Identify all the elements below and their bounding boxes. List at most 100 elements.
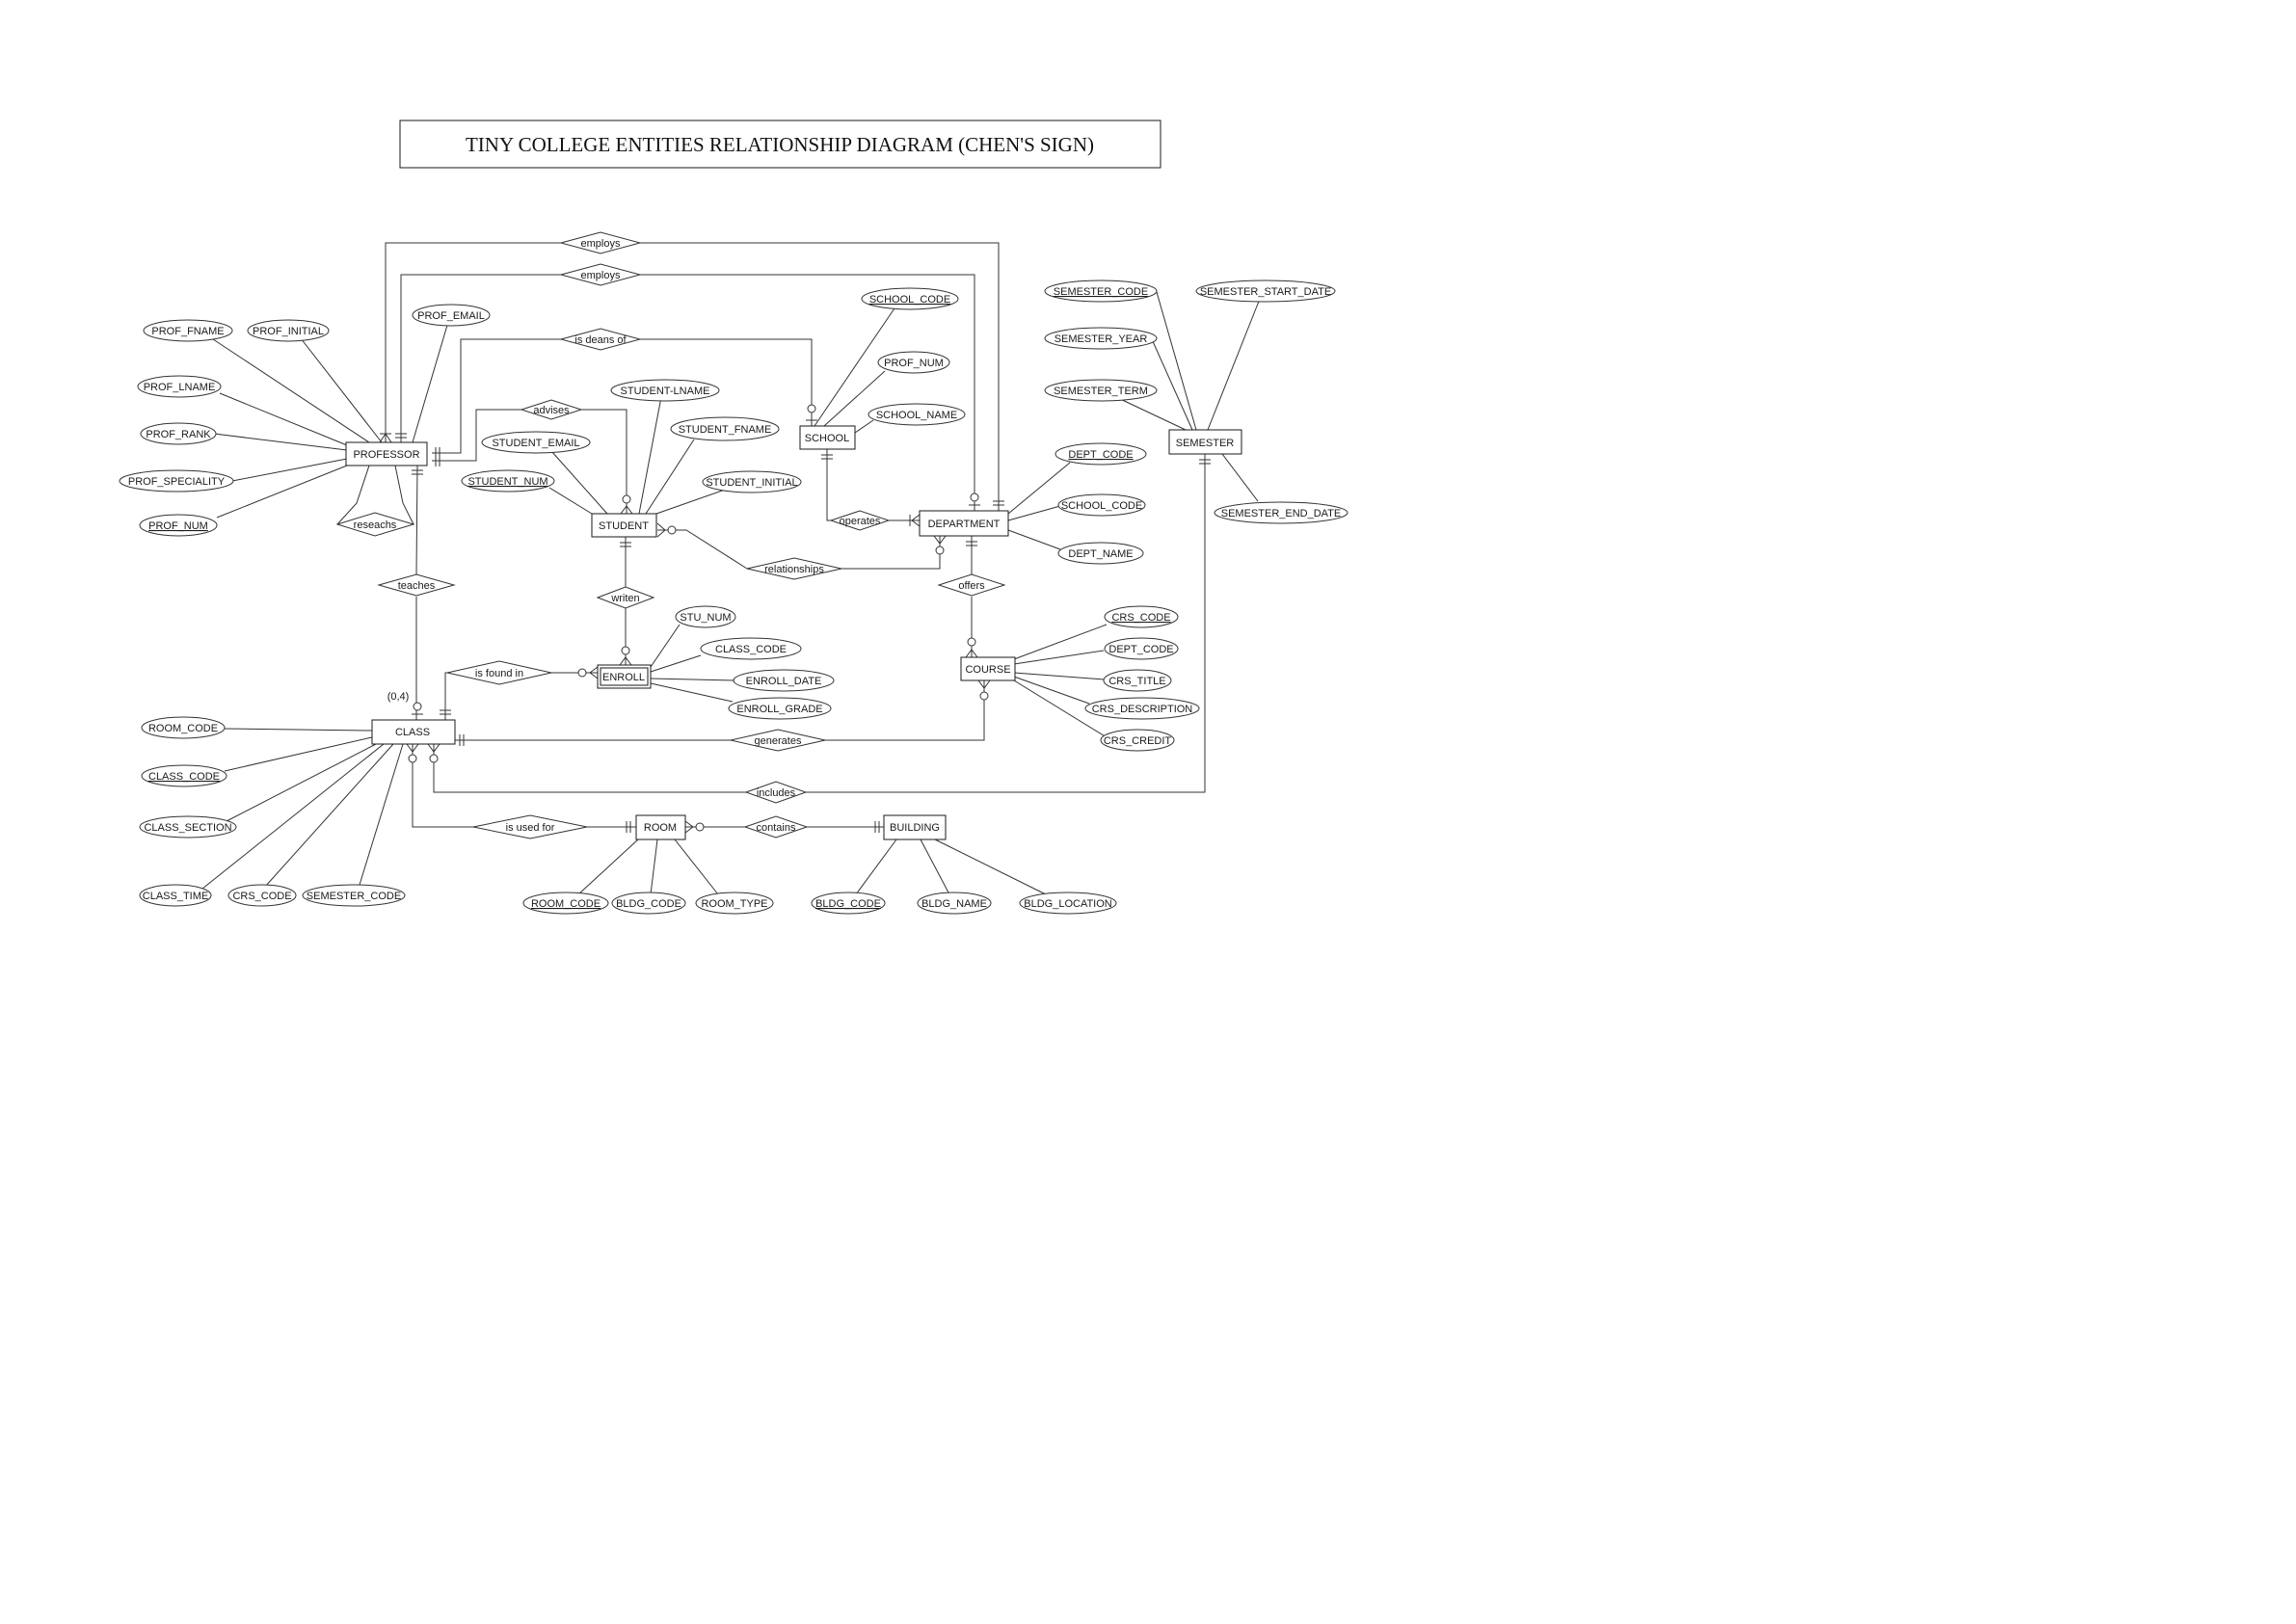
- relationship-generates: generates: [730, 729, 826, 752]
- attribute-semester-code: SEMESTER_CODE: [1044, 280, 1158, 303]
- entity-course: COURSE: [960, 656, 1016, 681]
- attribute-dept-school-code: SCHOOL_CODE: [1057, 493, 1146, 517]
- relationship-label: employs: [581, 238, 621, 250]
- attribute-label: SEMESTER_END_DATE: [1221, 508, 1342, 519]
- attribute-dept-name: DEPT_NAME: [1057, 542, 1144, 565]
- relationship-reseachs: reseachs: [335, 512, 415, 537]
- attribute-crs-description: CRS_DESCRIPTION: [1084, 697, 1200, 720]
- attribute-label: ENROLL_DATE: [746, 676, 822, 687]
- attribute-semester-end-date: SEMESTER_END_DATE: [1214, 501, 1348, 524]
- attribute-bldg-name: BLDG_NAME: [917, 892, 992, 915]
- attribute-label: SEMESTER_YEAR: [1055, 333, 1148, 345]
- relationship-is-deans-of: is deans of: [559, 328, 642, 351]
- attribute-label: SEMESTER_TERM: [1054, 386, 1148, 397]
- entity-label: PROFESSOR: [353, 449, 419, 461]
- title-box: TINY COLLEGE ENTITIES RELATIONSHIP DIAGR…: [399, 120, 1161, 169]
- attribute-room-bldg-code: BLDG_CODE: [611, 892, 686, 915]
- attribute-label: CLASS_TIME: [143, 891, 208, 902]
- attribute-class-semester-code: SEMESTER_CODE: [302, 884, 406, 907]
- attribute-label: STUDENT_FNAME: [679, 424, 772, 436]
- entity-label: COURSE: [965, 664, 1010, 676]
- attribute-label: BLDG_NAME: [921, 898, 987, 910]
- entity-label: STUDENT: [599, 520, 649, 532]
- attribute-label: DEPT_CODE: [1108, 644, 1173, 655]
- attribute-label: STU_NUM: [680, 612, 731, 624]
- relationship-relationships: relationships: [746, 557, 842, 580]
- attribute-crs-title: CRS_TITLE: [1103, 669, 1172, 692]
- relationship-label: offers: [958, 580, 985, 592]
- entity-label: SCHOOL: [805, 433, 849, 444]
- relationship-employs: employs: [559, 231, 642, 254]
- attribute-label: SCHOOL_CODE: [1061, 500, 1142, 512]
- relationship-diamonds: employs employs is deans of advises rese…: [335, 231, 1006, 839]
- entity-label: ENROLL: [602, 672, 645, 683]
- attribute-label: PROF_SPECIALITY: [128, 476, 226, 488]
- attribute-label: SEMESTER_START_DATE: [1200, 286, 1331, 298]
- relationship-includes: includes: [744, 781, 808, 804]
- attribute-label: CRS_CODE: [232, 891, 291, 902]
- attribute-enroll-grade: ENROLL_GRADE: [728, 697, 832, 720]
- attribute-label: CRS_CODE: [1111, 612, 1170, 624]
- attribute-label: STUDENT_INITIAL: [706, 477, 797, 489]
- attribute-label: SEMESTER_CODE: [1054, 286, 1148, 298]
- entity-enroll: ENROLL: [597, 664, 652, 689]
- attribute-prof-fname: PROF_FNAME: [143, 319, 233, 342]
- attribute-label: STUDENT_EMAIL: [492, 438, 579, 449]
- attribute-bldg-code: BLDG_CODE: [811, 892, 886, 915]
- relationship-label: employs: [581, 270, 621, 281]
- attribute-crs-code: CRS_CODE: [1104, 605, 1179, 628]
- attribute-label: BLDG_CODE: [815, 898, 881, 910]
- relationship-label: is deans of: [574, 334, 627, 346]
- relationship-label: operates: [840, 516, 881, 527]
- attribute-prof-speciality: PROF_SPECIALITY: [119, 469, 234, 493]
- attribute-label: PROF_FNAME: [151, 326, 224, 337]
- entity-label: ROOM: [644, 822, 677, 834]
- attribute-room-code: ROOM_CODE: [141, 716, 226, 739]
- attribute-label: ROOM_CODE: [148, 723, 218, 734]
- relationship-is-found-in: is found in: [446, 660, 552, 685]
- attribute-ellipses: PROF_FNAME PROF_INITIAL PROF_EMAIL PROF_…: [119, 280, 1348, 915]
- entity-student: STUDENT: [591, 513, 657, 538]
- attribute-label: PROF_EMAIL: [417, 310, 485, 322]
- attribute-room-type: ROOM_TYPE: [695, 892, 774, 915]
- attribute-prof-rank: PROF_RANK: [140, 422, 217, 445]
- attribute-label: SCHOOL_NAME: [876, 410, 957, 421]
- entity-semester: SEMESTER: [1168, 429, 1242, 455]
- relationship-label: reseachs: [354, 519, 397, 531]
- attribute-class-crs-code: CRS_CODE: [227, 884, 297, 907]
- diagram-title: TINY COLLEGE ENTITIES RELATIONSHIP DIAGR…: [466, 133, 1094, 156]
- relationship-label: teaches: [398, 580, 436, 592]
- attribute-prof-num: PROF_NUM: [139, 514, 218, 537]
- attribute-school-prof-num: PROF_NUM: [877, 351, 950, 374]
- attribute-prof-initial: PROF_INITIAL: [247, 319, 330, 342]
- relationship-teaches: teaches: [377, 573, 456, 597]
- attribute-dept-code: DEPT_CODE: [1055, 442, 1147, 466]
- attribute-label: CLASS_SECTION: [144, 822, 231, 834]
- attribute-label: ROOM_CODE: [531, 898, 601, 910]
- relationship-label: contains: [757, 822, 796, 834]
- attribute-label: SCHOOL_CODE: [869, 294, 950, 306]
- attribute-label: STUDENT-LNAME: [621, 386, 710, 397]
- relationship-is-used-for: is used for: [472, 814, 588, 839]
- relationship-employs: employs: [559, 263, 642, 286]
- entity-school: SCHOOL: [799, 425, 856, 450]
- attribute-school-name: SCHOOL_NAME: [868, 403, 966, 426]
- attribute-semester-term: SEMESTER_TERM: [1044, 379, 1158, 402]
- attribute-prof-lname: PROF_LNAME: [137, 375, 222, 398]
- entity-label: SEMESTER: [1176, 438, 1235, 449]
- attribute-label: CRS_DESCRIPTION: [1092, 704, 1193, 715]
- attribute-bldg-location: BLDG_LOCATION: [1019, 892, 1117, 915]
- attribute-label: PROF_NUM: [884, 358, 944, 369]
- attribute-label: DEPT_NAME: [1068, 548, 1133, 560]
- entity-room: ROOM: [635, 814, 686, 840]
- attribute-label: CLASS_CODE: [148, 771, 220, 783]
- entity-department: DEPARTMENT: [919, 510, 1009, 537]
- attribute-student-fname: STUDENT_FNAME: [670, 416, 780, 441]
- attribute-enroll-date: ENROLL_DATE: [733, 669, 835, 692]
- attribute-crs-credit: CRS_CREDIT: [1100, 729, 1175, 752]
- cardinality-marks: [379, 404, 1211, 834]
- attribute-class-time: CLASS_TIME: [139, 884, 212, 907]
- attribute-label: PROF_INITIAL: [253, 326, 324, 337]
- attribute-label: SEMESTER_CODE: [307, 891, 401, 902]
- attribute-label: CRS_CREDIT: [1104, 735, 1172, 747]
